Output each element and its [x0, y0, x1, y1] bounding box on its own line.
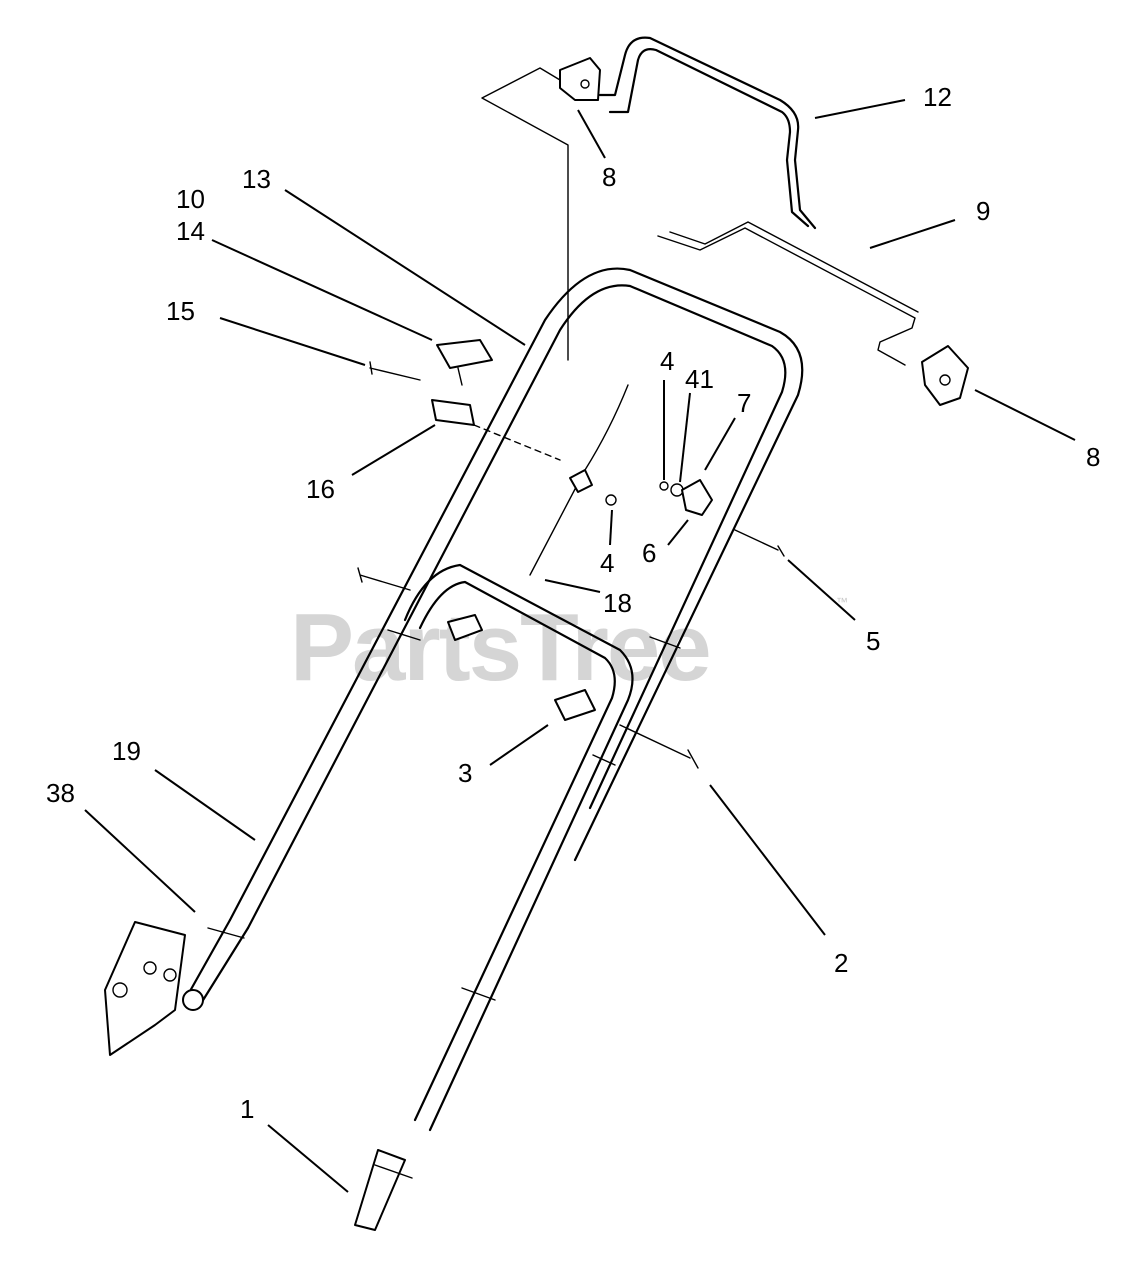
bracket-hole: [580, 79, 590, 89]
upper-handle-outer: [228, 267, 804, 922]
callout-4-lower: 4: [600, 548, 614, 578]
callout-8-upper: 8: [602, 162, 616, 192]
callout-1: 1: [240, 1094, 254, 1124]
clamp-block-part-3: [554, 689, 596, 721]
mount-plate-part-38: [104, 921, 186, 1056]
bracket-hole-right: [939, 374, 951, 386]
callout-38: 38: [46, 778, 75, 808]
callout-13: 13: [242, 164, 271, 194]
leader-8-right: [974, 389, 1076, 441]
callout-10: 10: [176, 184, 205, 214]
callout-18: 18: [603, 588, 632, 618]
leader-2: [709, 784, 826, 936]
bolt-left-upper: [357, 567, 411, 591]
leader-13: [284, 189, 526, 346]
leader-3: [489, 724, 549, 766]
cable-clip: [569, 469, 593, 493]
callout-4-upper: 4: [660, 346, 674, 376]
control-rod-part-9-b: [669, 221, 919, 313]
leader-8-upper: [577, 109, 606, 159]
callout-6: 6: [642, 538, 656, 568]
callout-15: 15: [166, 296, 195, 326]
control-rod-part-9: [657, 227, 916, 366]
handle-pivot-left: [182, 989, 204, 1011]
nut-part-4-upper: [659, 481, 669, 491]
mount-hole-2: [163, 968, 177, 982]
leader-7: [704, 417, 736, 471]
callout-2: 2: [834, 948, 848, 978]
callout-14: 14: [176, 216, 205, 246]
leader-18: [544, 579, 601, 593]
callout-12: 12: [923, 82, 952, 112]
left-handle-lower: [183, 918, 250, 1007]
leader-14: [211, 239, 433, 341]
callout-3: 3: [458, 758, 472, 788]
tab-right-c: [592, 754, 616, 766]
axis-line-16: [473, 424, 561, 461]
callout-8-right: 8: [1086, 442, 1100, 472]
watermark-text: PartsTree: [290, 594, 710, 701]
bail-wire-part-12: [598, 36, 817, 230]
bail-wire-part-12-inner: [608, 48, 810, 228]
leader-16: [351, 424, 436, 476]
lower-handle-outer: [403, 563, 634, 1132]
leader-41: [679, 392, 691, 483]
leader-4-lower: [609, 509, 613, 546]
mount-hole-1: [143, 961, 157, 975]
bolt-part-2: [619, 724, 699, 769]
cable-part-18: [529, 384, 629, 576]
knob-left-lower: [447, 614, 483, 641]
watermark-trademark: ™: [836, 595, 848, 609]
leader-9: [869, 219, 956, 249]
tab-left: [387, 629, 421, 641]
callout-5: 5: [866, 626, 880, 656]
tab-left-b: [207, 927, 245, 939]
leader-15: [219, 317, 366, 366]
lower-handle-inner: [413, 580, 616, 1122]
bracket-part-8-upper: [559, 57, 601, 101]
knob-part-14: [436, 339, 493, 369]
control-plate: [481, 67, 569, 361]
callout-19: 19: [112, 736, 141, 766]
upper-handle-inner: [246, 284, 787, 930]
callout-16: 16: [306, 474, 335, 504]
tube-end-part-1: [354, 1149, 406, 1231]
knob-stem: [457, 367, 463, 386]
leader-38: [84, 809, 196, 913]
callout-7: 7: [737, 388, 751, 418]
bolt-part-15: [369, 361, 421, 381]
nut-part-4-lower: [605, 494, 617, 506]
bolt-part-5: [734, 529, 785, 557]
leader-12: [814, 99, 906, 119]
mount-hole-3: [112, 982, 128, 998]
callout-41: 41: [685, 364, 714, 394]
leader-6: [667, 519, 689, 546]
tab-right-b: [461, 987, 496, 1001]
callout-9: 9: [976, 196, 990, 226]
spacer-part-16: [431, 399, 475, 426]
leader-5: [787, 559, 856, 621]
leader-19: [154, 769, 256, 841]
tab-right: [649, 636, 681, 649]
tube-end-detail: [374, 1164, 413, 1179]
switch-bracket-part-7: [681, 479, 713, 516]
leader-1: [267, 1124, 349, 1193]
